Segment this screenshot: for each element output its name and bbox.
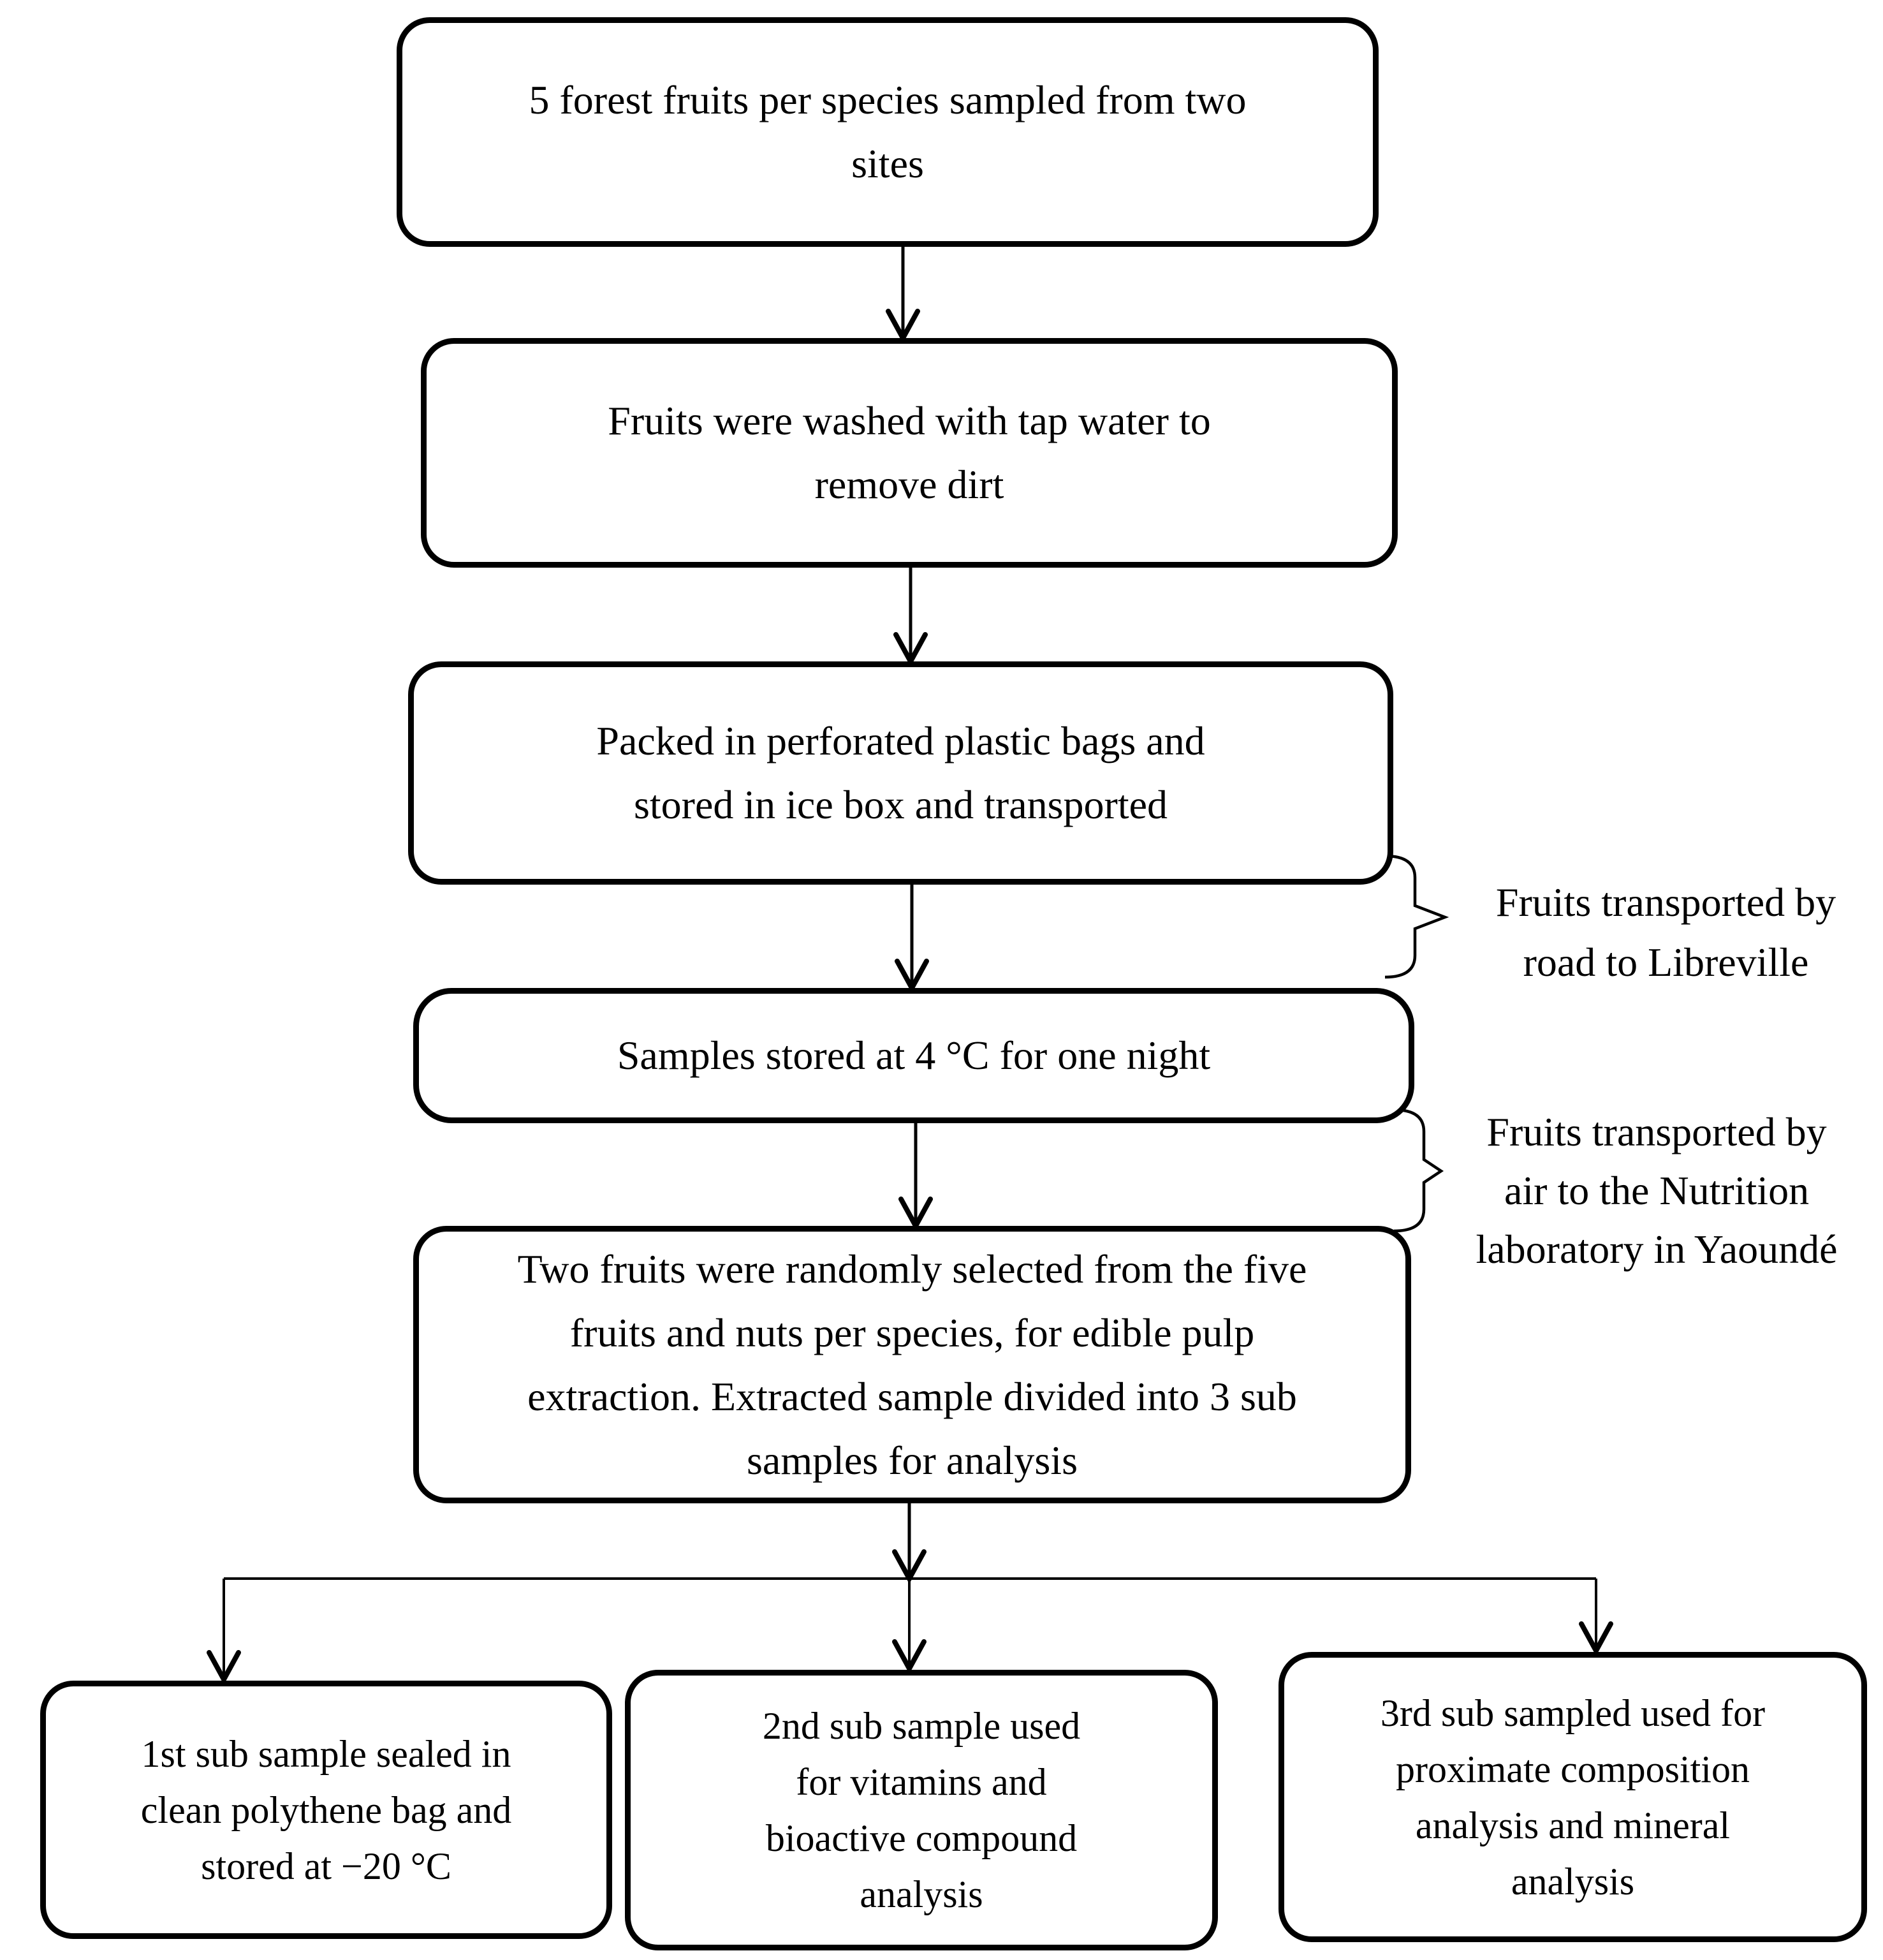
- node-packing-text: Packed in perforated plastic bags and st…: [596, 718, 1205, 827]
- flow-node-washing: Fruits were washed with tap water to rem…: [421, 338, 1398, 568]
- node-sub3-text: 3rd sub sampled used for proximate compo…: [1380, 1691, 1766, 1903]
- flow-node-storage: Samples stored at 4 °C for one night: [413, 988, 1414, 1123]
- flow-node-sub3: 3rd sub sampled used for proximate compo…: [1279, 1652, 1867, 1942]
- flow-node-sampling: 5 forest fruits per species sampled from…: [397, 17, 1379, 247]
- arrowhead-sub1: [207, 1650, 241, 1685]
- brace-road-transport: [1384, 854, 1449, 979]
- annotation-air-transport: Fruits transported by air to the Nutriti…: [1476, 1109, 1838, 1272]
- brace-air-transport: [1393, 1108, 1444, 1233]
- node-washing-text: Fruits were washed with tap water to rem…: [608, 398, 1211, 507]
- arrowhead-sub2: [892, 1639, 927, 1674]
- node-sampling-text: 5 forest fruits per species sampled from…: [529, 77, 1247, 186]
- node-selection-text: Two fruits were randomly selected from t…: [517, 1246, 1307, 1483]
- flow-node-sub2: 2nd sub sample used for vitamins and bio…: [625, 1670, 1218, 1950]
- flow-node-sub1: 1st sub sample sealed in clean polythene…: [40, 1681, 612, 1939]
- flow-node-selection: Two fruits were randomly selected from t…: [413, 1226, 1411, 1503]
- node-sub2-text: 2nd sub sample used for vitamins and bio…: [762, 1705, 1081, 1915]
- flow-node-packing: Packed in perforated plastic bags and st…: [408, 661, 1393, 885]
- node-sub1-text: 1st sub sample sealed in clean polythene…: [140, 1732, 512, 1887]
- node-storage-text: Samples stored at 4 °C for one night: [617, 1033, 1211, 1078]
- arrowhead-sub3: [1579, 1621, 1613, 1656]
- annotation-road-transport: Fruits transported by road to Libreville: [1495, 880, 1836, 985]
